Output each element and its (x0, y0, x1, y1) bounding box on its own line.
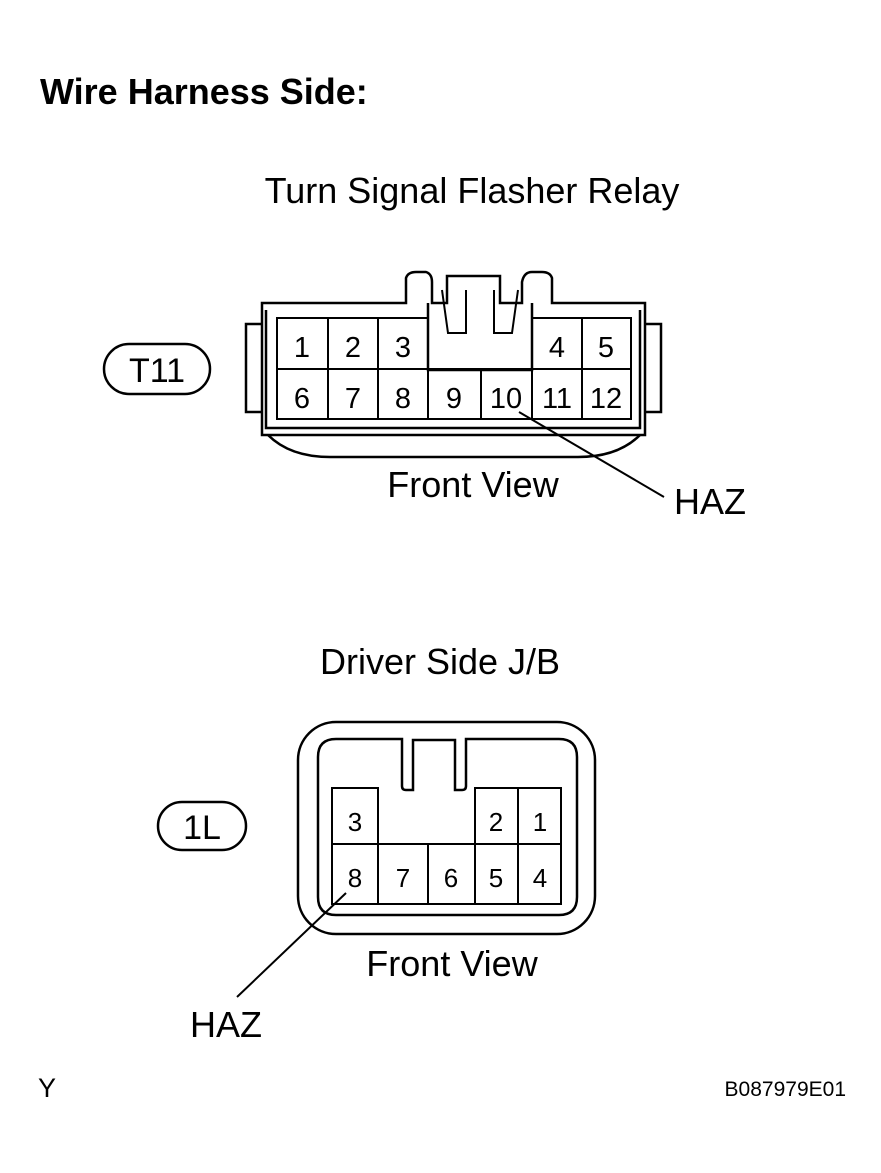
pin-label: 1 (294, 332, 310, 364)
pin-label: 5 (489, 863, 503, 893)
side-tab-left (244, 322, 262, 414)
connector-housing (296, 720, 597, 936)
pin-grid (331, 787, 562, 905)
pin-label: 8 (348, 863, 362, 893)
pin-label: 5 (598, 332, 614, 364)
pin-label: 2 (489, 807, 503, 837)
pin-label: 8 (395, 383, 411, 415)
callout-label: HAZ (674, 481, 746, 522)
callout-leader (518, 411, 665, 498)
pin-grid (276, 317, 632, 420)
page-heading: Wire Harness Side: (40, 71, 368, 112)
pin-label: 4 (533, 863, 547, 893)
latch-left (441, 289, 467, 334)
pin-label: 4 (549, 332, 565, 364)
pin-label: 10 (490, 383, 522, 415)
pin-label: 3 (348, 807, 362, 837)
connector-title: Driver Side J/B (320, 641, 560, 682)
side-tab-right (645, 322, 663, 414)
figure-id: B087979E01 (725, 1078, 846, 1101)
pin-label: 9 (446, 383, 462, 415)
connector-1l: Driver Side J/B 3 2 1 8 7 6 5 4 1L Front… (156, 641, 597, 1045)
pin-label: 7 (345, 383, 361, 415)
pin-label: 3 (395, 332, 411, 364)
pin-label: 2 (345, 332, 361, 364)
footer-left-code: Y (38, 1073, 56, 1103)
key-slot (426, 303, 534, 372)
callout-label: HAZ (190, 1004, 262, 1045)
pin-label: 11 (542, 383, 572, 415)
view-label: Front View (366, 943, 538, 984)
connector-code: 1L (183, 809, 221, 847)
connector-code-badge (156, 800, 248, 852)
pin-label: 6 (444, 863, 458, 893)
pin-label: 12 (590, 383, 622, 415)
housing-inner-frame (316, 737, 579, 917)
connector-t11: Turn Signal Flasher Relay 1 (102, 170, 746, 522)
housing-inner-frame (264, 310, 642, 430)
connector-code: T11 (129, 352, 185, 390)
housing-bottom-curve (267, 434, 641, 459)
view-label: Front View (387, 464, 559, 505)
connector-code-badge (102, 342, 212, 396)
latch-right (493, 289, 519, 334)
pin-label: 1 (533, 807, 547, 837)
pin-label: 7 (396, 863, 410, 893)
callout-leader (236, 892, 347, 998)
pin-label: 6 (294, 383, 310, 415)
connector-housing (260, 270, 647, 437)
connector-title: Turn Signal Flasher Relay (265, 170, 680, 211)
